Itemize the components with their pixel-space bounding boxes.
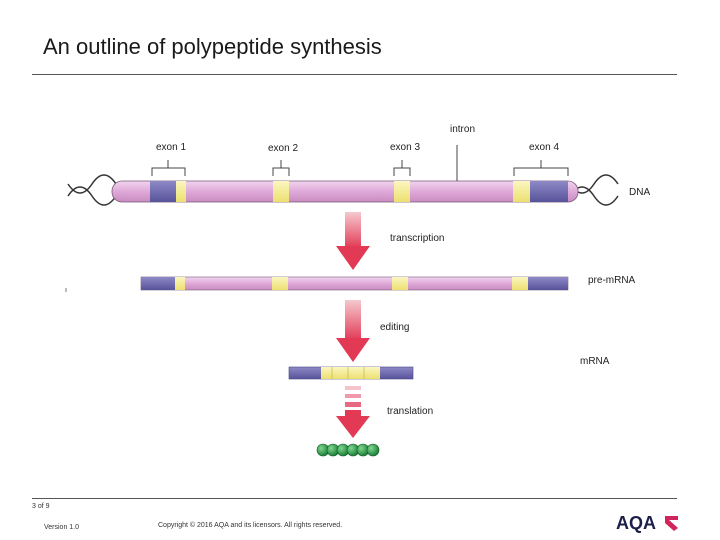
label-mrna: mRNA <box>580 356 610 367</box>
transcription-arrow <box>336 212 370 270</box>
pre-mrna-exon-2 <box>272 277 288 290</box>
footer-divider <box>32 498 677 499</box>
label-exon-3: exon 3 <box>390 142 420 153</box>
mrna-exon-4 <box>364 367 380 379</box>
dna-strand <box>111 180 579 203</box>
dna-exon-4 <box>513 181 530 202</box>
mrna-exon-3 <box>348 367 364 379</box>
label-exon-4: exon 4 <box>529 142 559 153</box>
label-dna: DNA <box>629 187 650 198</box>
mrna-exon-1 <box>321 367 332 379</box>
pre-mrna-exon-3 <box>392 277 408 290</box>
aqa-logo-mark <box>665 516 678 531</box>
label-exon-1: exon 1 <box>156 142 186 153</box>
dna-flank-left <box>150 181 176 202</box>
label-editing: editing <box>380 322 409 333</box>
version-label: Version 1.0 <box>44 524 80 531</box>
dna-exon-3 <box>394 181 410 202</box>
translation-arrow <box>336 386 370 438</box>
pre-mrna-exon-4 <box>512 277 528 290</box>
copyright-notice: Copyright © 2016 AQA and its licensors. … <box>158 522 343 529</box>
aqa-logo-text: AQA <box>616 513 656 533</box>
amino-acid-bead <box>366 443 380 457</box>
title-divider <box>32 74 677 75</box>
pre-mrna-strand <box>140 276 569 291</box>
aqa-logo: AQA <box>616 513 678 533</box>
mrna-strand <box>288 366 414 380</box>
label-intron: intron <box>450 124 475 135</box>
exon-brackets <box>151 145 569 181</box>
slide-title: An outline of polypeptide synthesis <box>43 34 382 59</box>
mrna-exon-2 <box>332 367 348 379</box>
pre-mrna-flank-left <box>141 277 175 290</box>
label-translation: translation <box>387 406 433 417</box>
pre-mrna-flank-right <box>528 277 568 290</box>
dna-exon-1 <box>176 181 186 202</box>
editing-arrow <box>336 300 370 362</box>
label-transcription: transcription <box>390 233 444 244</box>
dna-flank-right <box>530 181 568 202</box>
label-exon-2: exon 2 <box>268 143 298 154</box>
label-pre-mrna: pre-mRNA <box>588 275 636 286</box>
dna-helix-left <box>67 174 117 206</box>
dna-exon-2 <box>273 181 289 202</box>
pre-mrna-exon-1 <box>175 277 185 290</box>
page-number: 3 of 9 <box>32 503 50 510</box>
polypeptide-chain <box>316 443 380 457</box>
